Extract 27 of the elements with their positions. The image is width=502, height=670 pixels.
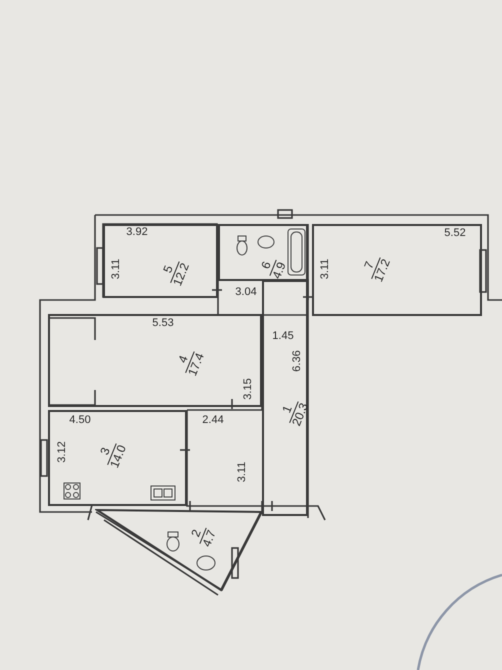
room xyxy=(312,224,482,316)
dimension-label: 3.11 xyxy=(110,258,122,280)
dimension-label: 3.12 xyxy=(56,441,68,463)
room xyxy=(218,224,308,281)
room-label: 4 17.4 xyxy=(173,346,207,378)
room-label: 2 4.7 xyxy=(187,523,219,549)
dimension-label: 5.53 xyxy=(152,317,174,329)
dimension-label: 1.45 xyxy=(272,330,294,342)
dimension-label: 5.52 xyxy=(444,227,466,239)
dimension-label: 3.15 xyxy=(242,378,254,400)
dimension-label: 2.44 xyxy=(202,414,224,426)
room-label: 3 14.0 xyxy=(95,438,129,470)
dimension-label: 3.92 xyxy=(126,226,148,238)
room xyxy=(103,224,218,298)
room xyxy=(262,280,308,516)
dimension-label: 3.11 xyxy=(236,462,248,482)
dimension-label: 3.04 xyxy=(235,286,257,298)
room xyxy=(95,508,263,592)
room-label: 5 12.2 xyxy=(158,256,192,288)
dimension-label: 6.36 xyxy=(291,350,303,372)
room xyxy=(48,410,187,506)
dimension-label: 3.11 xyxy=(319,258,331,280)
room-label: 6 4.9 xyxy=(257,255,289,281)
room xyxy=(48,314,262,407)
dimension-label: 4.50 xyxy=(69,414,91,426)
room-label: 1 20.3 xyxy=(277,396,311,428)
room-label: 7 17.2 xyxy=(359,252,393,284)
